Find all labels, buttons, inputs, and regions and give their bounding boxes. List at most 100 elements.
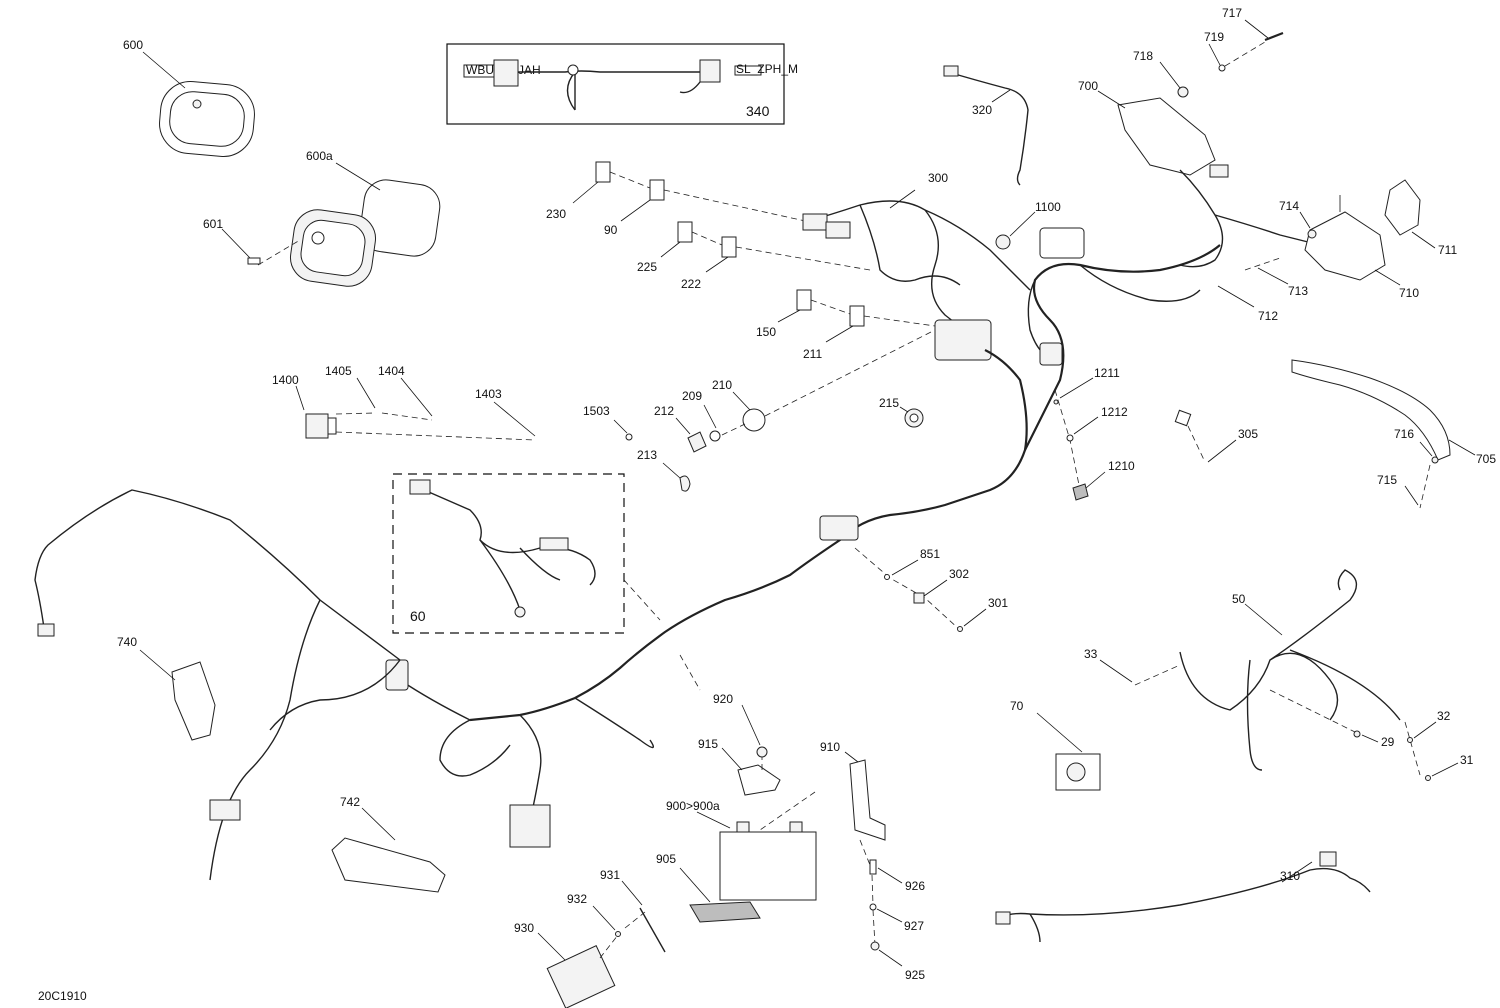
callout-213: 213	[637, 448, 657, 462]
nut-920: 920	[713, 692, 768, 758]
callout-300: 300	[928, 171, 948, 185]
callout-931: 931	[600, 868, 620, 882]
callout-600: 600	[123, 38, 143, 52]
rear-light-705: 705 716 715	[1291, 359, 1496, 509]
callout-932: 932	[567, 892, 587, 906]
callout-1100: 1100	[1035, 200, 1061, 214]
sensor-320: 320	[943, 65, 1029, 186]
callout-920: 920	[713, 692, 733, 706]
callout-70: 70	[1010, 699, 1024, 713]
callout-1403: 1403	[475, 387, 502, 401]
callout-1404: 1404	[378, 364, 405, 378]
connectors-group: 230 90 225 222 150 211	[546, 161, 936, 361]
front-harness-300: 300	[802, 171, 1085, 361]
callout-90: 90	[604, 223, 618, 237]
callout-930: 930	[514, 921, 534, 935]
callout-225: 225	[637, 260, 657, 274]
screw-601: 601	[203, 217, 301, 266]
diagram-code: 20C1910	[38, 989, 87, 1003]
nut-718: 718	[1133, 49, 1189, 98]
callout-29: 29	[1381, 735, 1395, 749]
callout-716: 716	[1394, 427, 1414, 441]
callout-905: 905	[656, 852, 676, 866]
bracket-910: 910	[820, 740, 886, 946]
callout-711: 711	[1438, 243, 1457, 257]
gauge-housing-600a: 600a	[289, 149, 441, 287]
bolt-717: 717	[1222, 6, 1284, 42]
main-harness	[385, 244, 1221, 848]
washer-719: 719	[1204, 30, 1266, 72]
callout-31: 31	[1460, 753, 1474, 767]
hardware-851-301: 851 302 301	[854, 547, 1008, 632]
grommet-215: 215	[879, 396, 924, 428]
callout-1212: 1212	[1101, 405, 1128, 419]
switch-1400: 1400 1405 1404 1403	[272, 364, 536, 441]
screw-713: 713	[1244, 257, 1308, 298]
harness-310: 310	[995, 851, 1371, 943]
inset-60-box: 60	[392, 473, 701, 691]
headlight-740: 740	[117, 635, 216, 741]
callout-718: 718	[1133, 49, 1153, 63]
callout-1405: 1405	[325, 364, 352, 378]
callout-301: 301	[988, 596, 1008, 610]
callout-925: 925	[905, 968, 925, 982]
callout-926: 926	[905, 879, 925, 893]
hardware-1210-1212: 1211 1212 1210	[1053, 366, 1135, 501]
sensor-1100: 1100	[995, 200, 1061, 250]
callout-713: 713	[1288, 284, 1308, 298]
nut-714: 714	[1279, 199, 1317, 239]
callout-211: 211	[803, 347, 822, 361]
pad-905: 905	[656, 852, 761, 923]
callout-1503: 1503	[583, 404, 610, 418]
harness-50: 50 33 29 32 31	[1084, 569, 1474, 781]
callout-700: 700	[1078, 79, 1098, 93]
callout-320: 320	[972, 103, 992, 117]
callout-50: 50	[1232, 592, 1246, 606]
callout-712: 712	[1258, 309, 1278, 323]
headlight-742: 742	[331, 795, 446, 893]
callout-302: 302	[949, 567, 969, 581]
callout-717: 717	[1222, 6, 1242, 20]
callout-915: 915	[698, 737, 718, 751]
left-harness	[34, 489, 401, 881]
callout-340: 340	[746, 103, 770, 119]
callout-740: 740	[117, 635, 137, 649]
callout-222: 222	[681, 277, 701, 291]
callout-209: 209	[682, 389, 702, 403]
hardware-925-927: 926 927 925	[869, 859, 925, 982]
callout-305: 305	[1238, 427, 1258, 441]
callout-310: 310	[1280, 869, 1300, 883]
callout-927: 927	[904, 919, 924, 933]
battery-900: 900>900a	[666, 799, 817, 901]
sensor-305: 305	[1174, 409, 1258, 463]
callout-1400: 1400	[272, 373, 299, 387]
bracket-700: 700	[1078, 79, 1321, 268]
callout-230: 230	[546, 207, 566, 221]
callout-851: 851	[920, 547, 940, 561]
screw-712: 712	[1217, 285, 1278, 323]
inset-tag-right: SL_ZPH_M	[736, 62, 798, 76]
kit-70: 70	[1010, 699, 1101, 791]
callout-215: 215	[879, 396, 899, 410]
callout-715: 715	[1377, 473, 1397, 487]
callout-910: 910	[820, 740, 840, 754]
clamp-915: 915	[698, 737, 816, 831]
callout-33: 33	[1084, 647, 1098, 661]
callout-32: 32	[1437, 709, 1451, 723]
small-parts-209-213: 1503 212 209 210 213	[583, 329, 936, 492]
callout-705: 705	[1476, 452, 1496, 466]
callout-714: 714	[1279, 199, 1299, 213]
callout-212: 212	[654, 404, 674, 418]
callout-710: 710	[1399, 286, 1419, 300]
callout-210: 210	[712, 378, 732, 392]
callout-719: 719	[1204, 30, 1224, 44]
callout-742: 742	[340, 795, 360, 809]
module-710: 710	[1304, 195, 1419, 300]
callout-1211: 1211	[1094, 366, 1120, 380]
callout-60: 60	[410, 608, 426, 624]
bracket-711: 711	[1384, 179, 1457, 257]
callout-600a: 600a	[306, 149, 333, 163]
callout-900: 900>900a	[666, 799, 720, 813]
regulator-930: 930 932 931	[514, 868, 666, 1008]
